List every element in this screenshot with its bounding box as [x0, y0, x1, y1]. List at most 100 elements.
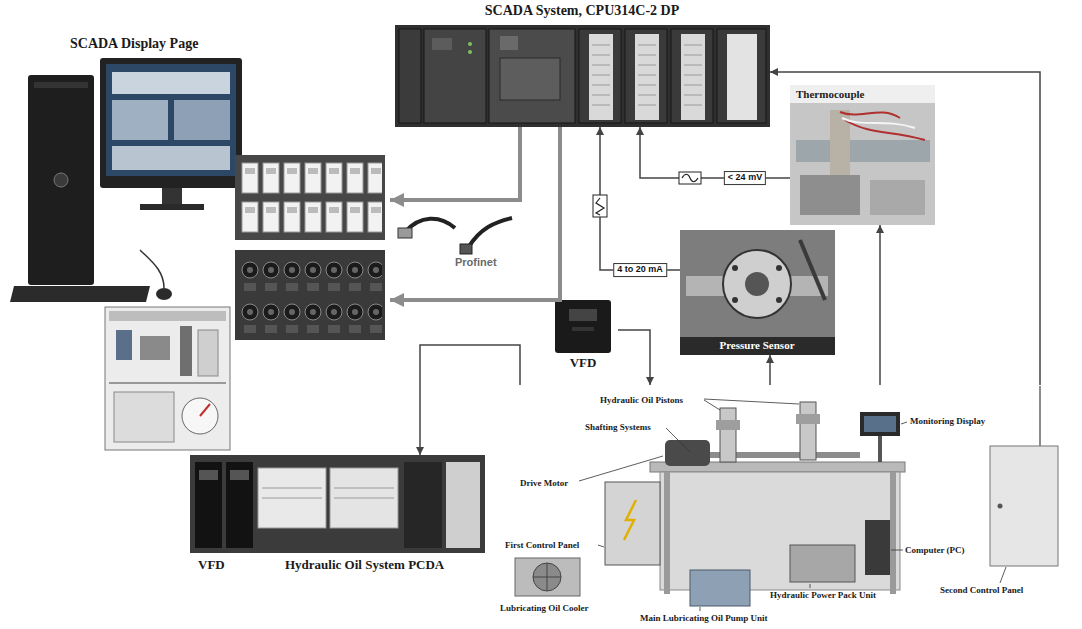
test-rig-drawing	[1039, 386, 1041, 446]
part-label: Lubricating Oil Cooler	[500, 603, 589, 613]
signal-converter-symbol	[682, 174, 698, 182]
thermocouple-photo	[790, 85, 935, 225]
test-rig-drawing	[533, 563, 561, 591]
test-rig-drawing	[690, 570, 750, 606]
pcda-panel-photo	[195, 462, 222, 548]
part-label: Shafting Systems	[585, 422, 651, 432]
part-label: Computer (PC)	[905, 545, 965, 555]
plc-rack-photo	[399, 29, 421, 123]
signal-converter-symbol	[593, 195, 607, 217]
test-rig-drawing	[796, 414, 820, 424]
screen-panel-process	[105, 307, 230, 450]
plc-rack-photo	[500, 36, 518, 50]
plc-rack-photo	[395, 25, 770, 127]
profinet-cable	[398, 228, 412, 238]
screen-panel-dials	[235, 250, 385, 340]
vfd-photo	[555, 300, 611, 353]
test-rig-drawing	[624, 500, 636, 540]
test-rig-drawing	[864, 416, 896, 432]
test-rig-drawing	[716, 420, 740, 430]
test-rig-drawing	[800, 402, 816, 460]
test-rig-drawing	[515, 558, 580, 596]
test-rig-drawing	[664, 472, 670, 594]
pcda-panel-photo	[230, 470, 249, 480]
pcda-panel-photo	[404, 462, 442, 548]
screen-panel-process	[114, 392, 174, 442]
computer-workstation	[140, 204, 204, 210]
signal-wire	[420, 345, 520, 455]
plc-rack-photo	[489, 29, 575, 123]
plc-rack-photo	[432, 38, 452, 50]
part-label: Hydraulic Oil Pistons	[600, 395, 683, 405]
plc-rack-photo	[500, 58, 560, 100]
part-label: Second Control Panel	[940, 585, 1023, 595]
pressure-sensor-photo	[680, 337, 835, 355]
part-label: Hydraulic Power Pack Unit	[770, 590, 876, 600]
computer-workstation	[112, 146, 230, 170]
test-rig-drawing: Hydraulic Oil PistonsShafting SystemsDri…	[497, 385, 1082, 629]
plc-rack: SCADA System, CPU314C-2 DP	[395, 25, 770, 127]
test-rig-drawing	[998, 504, 1003, 509]
computer-workstation	[112, 100, 168, 140]
computer-workstation	[112, 72, 230, 94]
screen-panel-dials	[235, 250, 385, 340]
test-rig-drawing	[579, 399, 1006, 611]
pressure-sensor-photo	[745, 272, 769, 296]
thermocouple-photo: Thermocouple	[790, 85, 935, 225]
screen-panel-process	[116, 330, 132, 360]
thermocouple-photo	[840, 112, 925, 140]
thermocouple-photo	[790, 85, 935, 103]
thermocouple-photo	[796, 140, 930, 162]
signal-converter-symbol	[679, 172, 701, 184]
signal-converter-symbol	[596, 198, 604, 215]
photo-caption: Hydraulic Oil System PCDA	[285, 558, 444, 573]
screen-panel-process	[180, 326, 192, 376]
plc-rack-photo	[589, 34, 613, 120]
pcda-panel-photo: VFDHydraulic Oil System PCDA	[190, 455, 485, 580]
test-rig-drawing	[890, 472, 896, 594]
signal-converter-symbol	[679, 172, 701, 184]
computer-workstation	[100, 58, 242, 188]
signal-wire	[770, 72, 1040, 385]
test-rig-drawing	[720, 408, 736, 462]
signal-label: 4 to 20 mA	[613, 263, 667, 277]
signal-label: < 24 mV	[724, 171, 766, 185]
plc-rack-photo	[579, 29, 621, 123]
computer-workstation	[106, 64, 236, 176]
screen-panel-process	[105, 307, 230, 450]
computer-workstation	[156, 288, 172, 300]
thermocouple-photo	[790, 85, 935, 225]
system-heading: SCADA System, CPU314C-2 DP	[485, 3, 679, 19]
part-label: Monitoring Display	[910, 416, 985, 426]
plc-rack-photo	[625, 29, 667, 123]
part-label: Main Lubricating Oil Pump Unit	[640, 613, 768, 623]
computer-workstation	[174, 100, 230, 140]
signal-wire	[640, 127, 790, 178]
thermocouple-photo	[842, 118, 915, 128]
computer-workstation	[10, 58, 242, 302]
photo-caption: Thermocouple	[796, 88, 864, 101]
screen-panel-buttons	[235, 155, 385, 240]
profinet-cable	[398, 218, 512, 254]
pressure-sensor-photo	[680, 230, 835, 355]
display-link-arrow	[390, 127, 560, 300]
test-rig-drawing	[865, 520, 890, 575]
profinet-cable	[460, 244, 472, 254]
test-rig-drawing	[690, 452, 860, 458]
signal-wire	[618, 330, 650, 385]
thermocouple-photo	[800, 175, 860, 215]
test-rig-drawing	[605, 482, 660, 565]
signal-wire	[769, 355, 771, 385]
screen-panel-process	[198, 330, 218, 376]
pcda-panel-photo	[226, 462, 253, 548]
vfd-photo	[572, 327, 594, 331]
computer-workstation	[28, 75, 94, 285]
test-rig-drawing	[790, 545, 855, 582]
pressure-sensor-photo	[723, 250, 791, 318]
screen-panel-buttons	[238, 158, 382, 237]
screen-panel-process	[109, 382, 226, 384]
system-heading: SCADA Display Page	[70, 36, 198, 52]
